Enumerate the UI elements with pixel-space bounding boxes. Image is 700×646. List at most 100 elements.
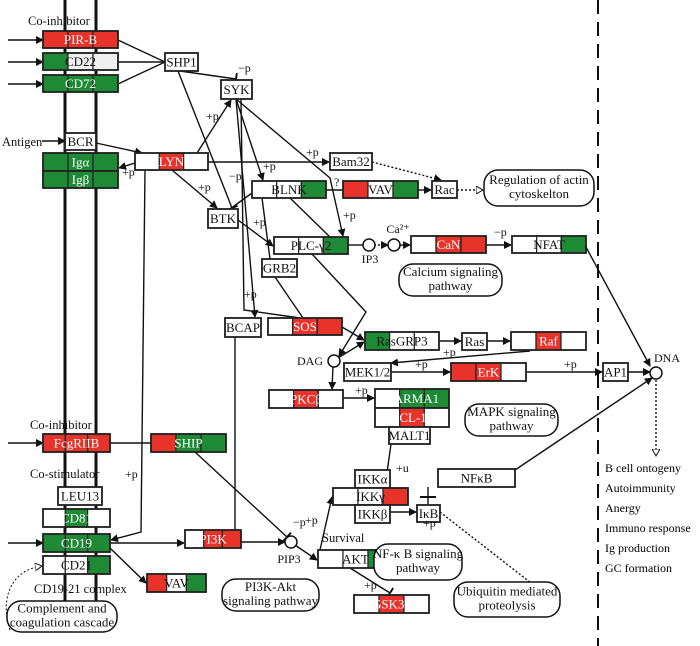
expression-segment [185,573,207,593]
gene-node-cd21[interactable]: CD21 [42,555,111,575]
gene-node-ship[interactable]: SHIP [150,433,227,453]
pathway-edge [337,341,365,359]
gene-node-btk[interactable]: BTK [207,208,239,229]
gene-node-vav1[interactable]: VAV [342,180,419,199]
expression-segment [332,487,359,506]
gene-node-bcr[interactable]: BCR [64,132,97,151]
gene-node-leu13[interactable]: LEU13 [57,486,103,506]
node-border [416,504,441,523]
gene-node-igb[interactable]: Igβ [42,170,119,189]
expression-segment [342,180,369,199]
gene-node-cd81[interactable]: CD81 [42,508,111,528]
label-complex: CD19-21 complex [34,582,127,596]
gene-node-sos[interactable]: SOS [267,317,343,336]
gene-label: CD22 [65,54,96,69]
node-border [343,362,392,382]
gene-node-ikkg[interactable]: IKKγ [332,487,409,506]
gene-label: BCL-10 [391,410,434,425]
expression-segment [500,362,527,382]
gene-node-fcgr[interactable]: FcgRIIB [42,433,111,453]
gene-node-mek[interactable]: MEK1/2 [343,362,392,382]
gene-label: NFAT [533,237,565,252]
outcome-item: Immuno response [605,521,691,535]
pathway-edge [328,365,337,390]
gene-node-bam32[interactable]: Bam32 [329,152,373,171]
pathway-edge [371,161,442,183]
gene-node-erk[interactable]: ErK [450,362,527,382]
gene-node-ras[interactable]: Ras [461,332,488,351]
gene-label: VAV [164,576,189,591]
gene-label: GSK3β [372,597,412,612]
gene-label: BCR [67,134,93,149]
pathway-edge [196,99,232,154]
gene-node-pi3k[interactable]: PI3K [184,529,242,549]
compound-label: IP3 [362,252,379,266]
outcome-item: Ig production [605,541,670,555]
gene-label: BTK [210,211,237,226]
gene-node-nfkb[interactable]: NFκB [437,468,516,488]
gene-node-cd22[interactable]: CD22 [42,52,119,71]
expression-segment [560,235,587,254]
gene-node-cd72[interactable]: CD72 [42,74,119,93]
gene-node-ap1[interactable]: AP1 [602,362,629,382]
node-border [42,433,111,453]
compound-dag[interactable] [327,354,341,368]
gene-node-plcg2[interactable]: PLC-γ2 [273,236,349,255]
gene-node-vav2[interactable]: VAV [146,573,207,593]
node-border [261,258,298,278]
gene-node-malt1[interactable]: MALT1 [388,426,431,445]
gene-node-iga[interactable]: Igα [42,152,119,172]
node-border [431,180,458,199]
node-border [329,152,373,171]
gene-node-cd19[interactable]: CD19 [42,533,111,553]
gene-node-ikka[interactable]: IKKα [354,469,391,489]
gene-label: IKKγ [356,489,385,504]
expression-segment [560,331,587,351]
compound-dna[interactable] [649,366,663,380]
gene-node-gsk3b[interactable]: GSK3β [353,594,430,614]
gene-node-shp1[interactable]: SHP1 [164,52,199,72]
gene-node-bcl10[interactable]: BCL-10 [374,407,450,428]
node-border [64,132,97,151]
gene-node-ikb[interactable]: IκB [416,504,441,523]
gene-node-bcap[interactable]: BCAP [224,317,262,338]
gene-node-rasgrp3[interactable]: RasGRP3 [364,331,440,351]
compound-ip3[interactable] [362,238,376,252]
expression-segment [460,235,487,254]
compound-pip3[interactable] [284,535,298,549]
gene-node-lyn[interactable]: LYN [134,152,209,171]
gene-node-syk[interactable]: SYK [220,79,253,100]
gene-node-carma1[interactable]: CARMA1 [374,388,450,409]
gene-label: PI3K [199,532,227,547]
label-survival: Survival [322,531,365,545]
gene-label: FcgRIIB [54,436,100,451]
gene-label: SHP1 [166,55,196,70]
gene-node-nfat[interactable]: NFAT [511,235,587,254]
edge-label: +u [396,461,409,475]
node-border [42,52,119,71]
pathway-edge [194,451,292,543]
pathway-edge [319,496,335,551]
compound-ca[interactable] [387,238,401,252]
label-antigen: Antigen [2,135,43,149]
gene-node-pirb[interactable]: PIR-B [42,30,119,49]
gene-node-can[interactable]: CaN [410,235,487,254]
gene-node-ikkb[interactable]: IKKβ [354,504,391,524]
gene-node-grb2[interactable]: GRB2 [261,258,298,278]
gene-node-pkcb[interactable]: PKCβ [268,389,344,409]
expression-segment [200,433,227,453]
gene-label: CD72 [65,76,96,91]
expression-segment [382,487,409,506]
gene-node-rac[interactable]: Rac [431,180,458,199]
gene-node-blnk[interactable]: BLNK [251,180,327,199]
gene-node-raf[interactable]: Raf [510,331,587,351]
